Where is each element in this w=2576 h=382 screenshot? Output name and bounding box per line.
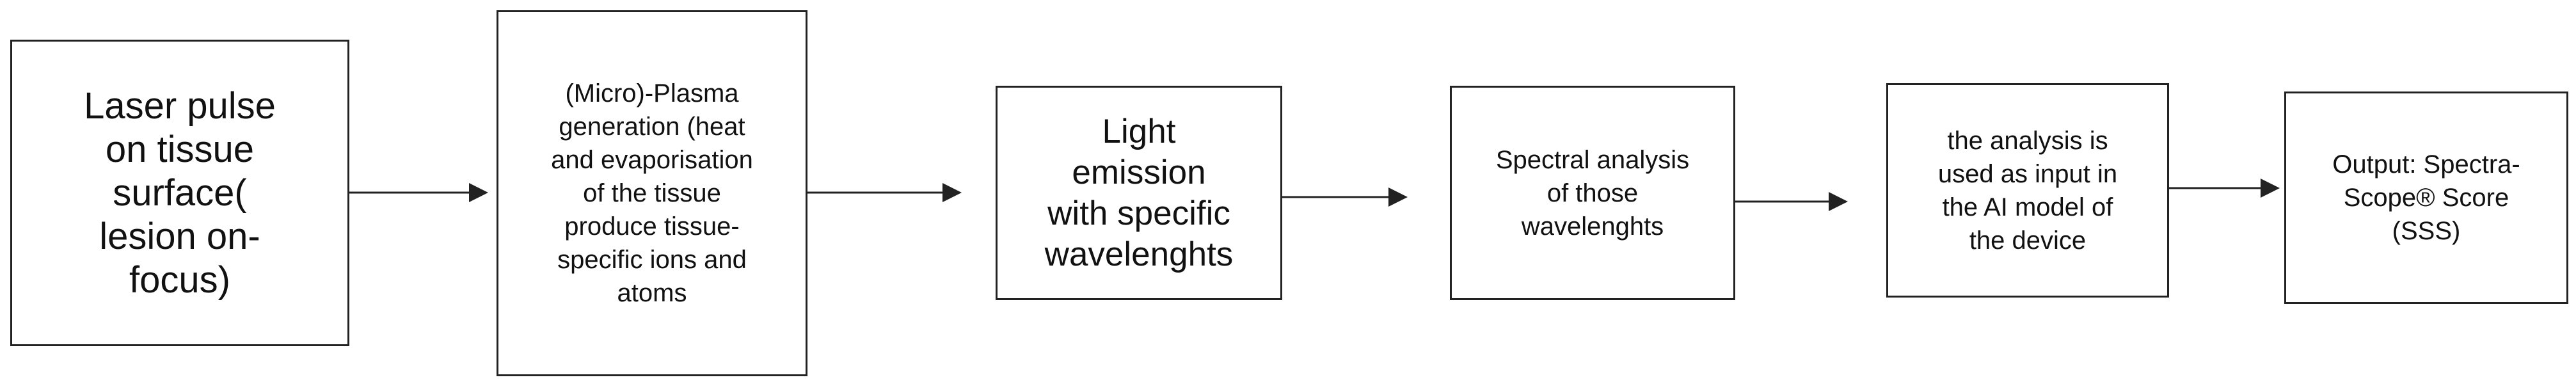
step-light-emission-label: Light emission with specific wavelenghts <box>1044 112 1234 273</box>
step-laser-pulse-label: Laser pulse on tissue surface( lesion on… <box>84 84 276 301</box>
step-plasma-generation-label: (Micro)-Plasma generation (heat and evap… <box>551 79 753 307</box>
step-ai-model-label: the analysis is used as input in the AI … <box>1937 126 2118 255</box>
step-ai-model-box: the analysis is used as input in the AI … <box>1886 83 2169 298</box>
step-spectral-analysis-label: Spectral analysis of those wavelenghts <box>1495 145 1690 241</box>
step-spectral-analysis-box: Spectral analysis of those wavelenghts <box>1450 86 1735 300</box>
step-output-score-box: Output: Spectra- Scope® Score (SSS) <box>2284 92 2568 304</box>
step-light-emission-box: Light emission with specific wavelenghts <box>996 86 1282 300</box>
step-output-score-label: Output: Spectra- Scope® Score (SSS) <box>2332 150 2520 245</box>
step-laser-pulse-box: Laser pulse on tissue surface( lesion on… <box>10 40 349 346</box>
step-plasma-generation-box: (Micro)-Plasma generation (heat and evap… <box>497 10 807 376</box>
